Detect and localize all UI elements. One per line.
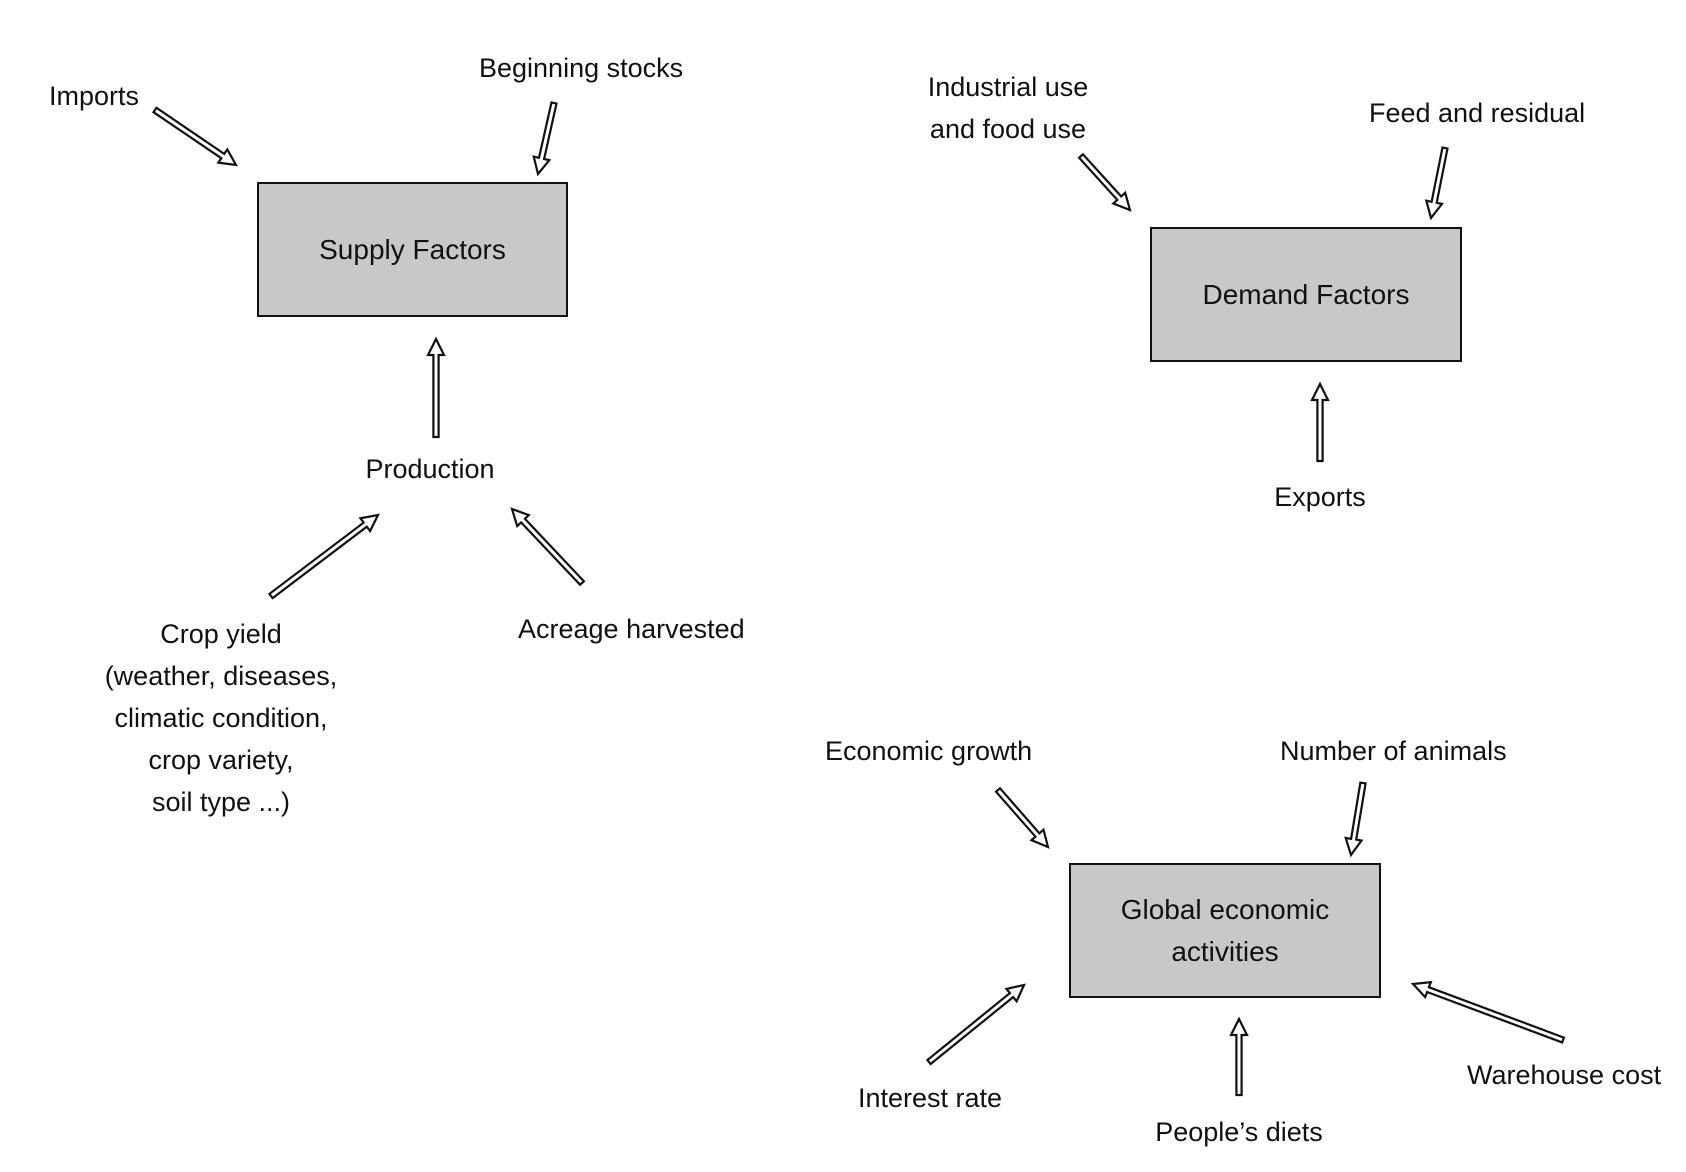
industrial-food-use-label: Industrial use and food use bbox=[927, 72, 1089, 144]
number-of-animals-label: Number of animals bbox=[1280, 736, 1507, 766]
production-label: Production bbox=[365, 454, 495, 484]
beginning-stocks-label: Beginning stocks bbox=[479, 53, 684, 83]
interest-rate-arrow bbox=[925, 983, 1026, 1066]
imports-arrow bbox=[151, 106, 239, 167]
exports-label: Exports bbox=[1274, 482, 1366, 512]
demand-factors-label: Demand Factors bbox=[1202, 278, 1410, 310]
interest-rate-label: Interest rate bbox=[858, 1083, 1003, 1113]
peoples-diets-arrow bbox=[1229, 1016, 1249, 1097]
imports-label: Imports bbox=[49, 81, 140, 111]
global-economic-activities-box: Global economic activities bbox=[1069, 863, 1381, 998]
crop-yield-arrow bbox=[267, 513, 380, 600]
supply-factors-box: Supply Factors bbox=[257, 182, 568, 317]
industrial-food-use-arrow bbox=[1077, 152, 1132, 212]
economic-growth-arrow bbox=[994, 786, 1050, 849]
number-of-animals-arrow bbox=[1344, 781, 1367, 858]
crop-yield-label: Crop yield (weather, diseases, climatic … bbox=[104, 619, 338, 817]
acreage-harvested-label: Acreage harvested bbox=[518, 614, 745, 644]
production-arrow bbox=[426, 336, 446, 439]
beginning-stocks-arrow bbox=[532, 101, 558, 177]
exports-arrow bbox=[1310, 381, 1330, 463]
supply-factors-label: Supply Factors bbox=[319, 233, 506, 265]
global-economic-activities-label: Global economic activities bbox=[1120, 893, 1330, 967]
feed-residual-arrow bbox=[1424, 146, 1449, 221]
demand-factors-box: Demand Factors bbox=[1150, 227, 1462, 362]
warehouse-cost-arrow bbox=[1410, 980, 1566, 1044]
acreage-harvested-arrow bbox=[510, 507, 586, 587]
warehouse-cost-label: Warehouse cost bbox=[1467, 1060, 1662, 1090]
feed-residual-label: Feed and residual bbox=[1369, 98, 1586, 128]
peoples-diets-label: People’s diets bbox=[1155, 1117, 1323, 1147]
economic-growth-label: Economic growth bbox=[825, 736, 1033, 766]
